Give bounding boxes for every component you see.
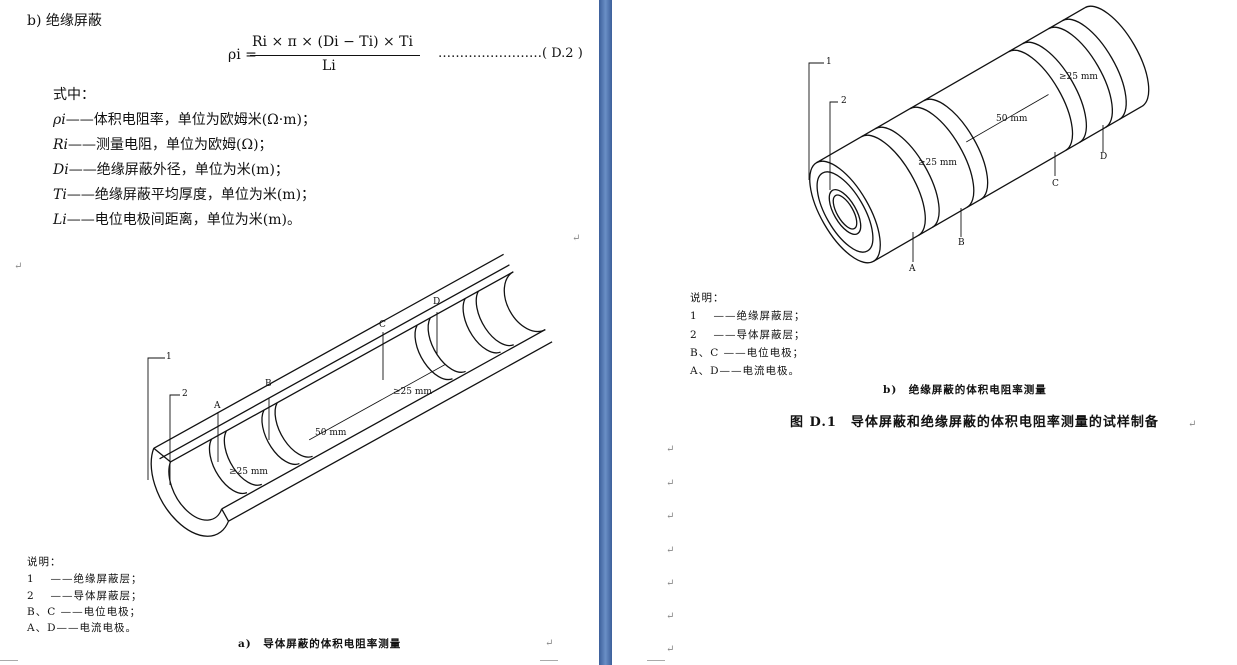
electrode-B — [261, 402, 313, 465]
page-corner-mark — [0, 660, 18, 661]
document-page-right: 1 2 A B C D ≥25 mm ≥25 mm 50 mm 说明： 1 ——… — [612, 0, 1237, 665]
label-A: A — [214, 401, 222, 411]
document-page-left: b) 绝缘屏蔽 ρi = Ri × π × (Di − Ti) × Ti Li … — [0, 0, 599, 665]
dimension-50mm-label: 50 mm — [315, 428, 347, 438]
paragraph-mark: ↵ — [572, 233, 581, 244]
formula-lhs: ρi = — [228, 47, 257, 63]
paragraph-mark: ↵ — [666, 511, 675, 522]
electrode-A — [208, 430, 263, 495]
cylinder-specimen-drawing — [808, 5, 1150, 264]
dimension-gap-label: ≥25 mm — [918, 158, 957, 168]
paragraph-mark: ↵ — [545, 638, 554, 649]
dimension-gap-label: ≥25 mm — [229, 467, 268, 477]
insulation-boundary — [816, 171, 874, 253]
label-C: C — [1052, 179, 1060, 189]
trough-end-section — [150, 447, 230, 537]
legend-item: 1 ——绝缘屏蔽层； — [690, 310, 806, 322]
definition-row: Di——绝缘屏蔽外径，单位为米(m)； — [53, 162, 289, 178]
legend-item: B、C ——电位电极； — [690, 347, 805, 359]
equation-number: ……………………( D.2 ) — [438, 46, 583, 61]
paragraph-mark: ↵ — [666, 644, 675, 655]
page-corner-mark — [647, 660, 665, 661]
cylinder-body-lines — [816, 7, 1143, 262]
conductor-shield — [828, 189, 862, 235]
electrode-A — [861, 126, 940, 236]
electrode-D — [462, 290, 514, 354]
label-1: 1 — [826, 57, 833, 67]
subfigure-caption: a) 导体屏蔽的体积电阻率测量 — [238, 638, 402, 650]
electrode-B — [909, 98, 989, 208]
legend-item: 2 ——导体屏蔽层； — [690, 329, 806, 341]
dimension-gap-label: ≥25 mm — [393, 387, 432, 397]
where-label: 式中： — [53, 87, 95, 103]
legend-item: 1 ——绝缘屏蔽层； — [27, 573, 143, 585]
paragraph-mark: ↵ — [666, 545, 675, 556]
trough-edge-lines — [153, 253, 553, 522]
label-D: D — [433, 297, 442, 307]
definition-row: Li——电位电极间距离，单位为米(m)。 — [53, 212, 301, 228]
paragraph-mark: ↵ — [666, 611, 675, 622]
trough-far-end — [503, 271, 546, 333]
definition-row: ρi——体积电阻率，单位为欧姆米(Ω·m)； — [53, 112, 316, 128]
electrode-C — [1008, 41, 1088, 151]
label-B: B — [265, 379, 273, 389]
definition-row: Ri——测量电阻，单位为欧姆(Ω)； — [53, 137, 273, 153]
electrode-D — [1048, 18, 1127, 128]
label-B: B — [958, 238, 966, 248]
section-heading: b) 绝缘屏蔽 — [27, 13, 102, 29]
conductor-bore — [832, 194, 858, 230]
legend-title: 说明： — [27, 556, 62, 568]
formula-denominator: Li — [322, 58, 336, 74]
label-1: 1 — [166, 352, 173, 362]
page-corner-mark — [540, 660, 558, 661]
subfigure-caption: b) 绝缘屏蔽的体积电阻率测量 — [883, 384, 1047, 396]
page-separator — [599, 0, 612, 665]
dimension-50mm-label: 50 mm — [996, 114, 1028, 124]
paragraph-mark: ↵ — [666, 444, 675, 455]
paragraph-mark: ↵ — [1188, 419, 1197, 430]
paragraph-mark: ↵ — [666, 478, 675, 489]
trough-specimen-drawing — [147, 253, 553, 537]
label-2: 2 — [182, 389, 189, 399]
cylinder-back-end — [1084, 5, 1150, 107]
legend-item: A、D——电流电极。 — [690, 365, 801, 377]
dimension-50mm — [966, 94, 1049, 143]
dimension-gap-label: ≥25 mm — [1059, 72, 1098, 82]
paragraph-mark: ↵ — [14, 261, 23, 272]
leader-lines — [147, 312, 438, 485]
fraction-bar — [250, 55, 420, 56]
legend-item: A、D——电流电极。 — [27, 622, 138, 634]
legend-item: 2 ——导体屏蔽层； — [27, 590, 143, 602]
label-D: D — [1100, 152, 1109, 162]
dimension-50mm — [308, 364, 445, 441]
leader-lines — [808, 62, 1104, 262]
cylinder-front-face — [809, 160, 881, 264]
figure-title: 图 D.1 导体屏蔽和绝缘屏蔽的体积电阻率测量的试样制备 — [790, 415, 1159, 430]
label-2: 2 — [841, 96, 848, 106]
definition-row: Ti——绝缘屏蔽平均厚度，单位为米(m)； — [53, 187, 316, 203]
legend-item: B、C ——电位电极； — [27, 606, 142, 618]
legend-title: 说明： — [690, 292, 725, 304]
paragraph-mark: ↵ — [666, 578, 675, 589]
label-C: C — [379, 320, 387, 330]
formula-numerator: Ri × π × (Di − Ti) × Ti — [252, 34, 413, 50]
label-A: A — [909, 264, 917, 274]
